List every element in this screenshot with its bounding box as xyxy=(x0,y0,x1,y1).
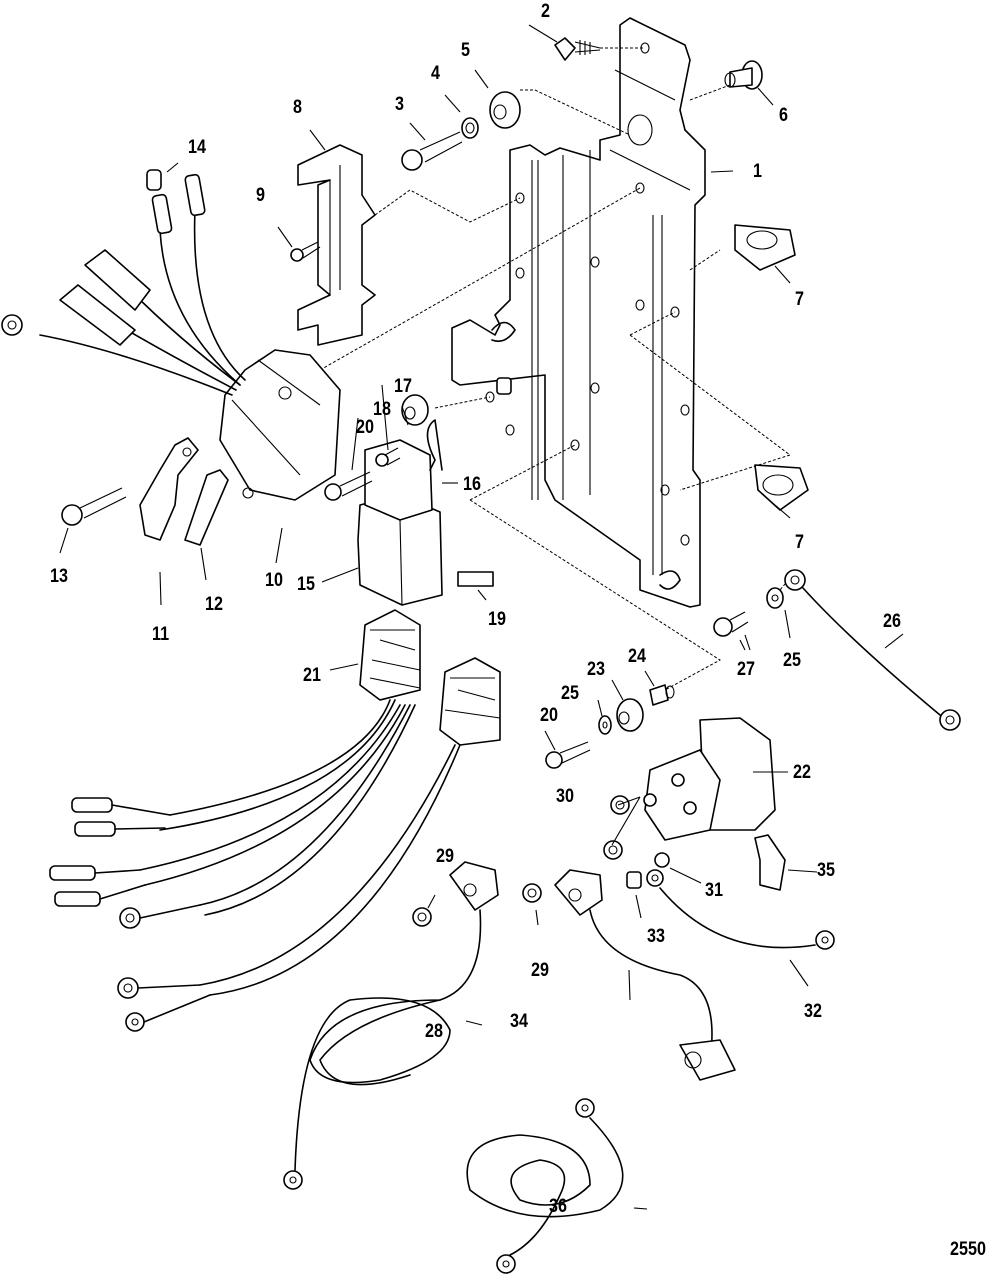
part-18-sleeve xyxy=(375,447,401,467)
part-20-bolt-upper xyxy=(324,471,373,501)
callout-27: 27 xyxy=(737,659,755,680)
part-20-bolt-lower xyxy=(545,741,591,769)
part-32-cable xyxy=(646,869,835,950)
part-10-module xyxy=(1,173,341,501)
callout-9: 9 xyxy=(256,185,265,206)
part-25-washer-upper xyxy=(766,587,784,609)
part-2-screw xyxy=(554,37,601,61)
callout-6: 6 xyxy=(779,105,788,126)
callout-20-upper: 20 xyxy=(356,417,374,438)
callout-10: 10 xyxy=(265,570,283,591)
mounting-bracket xyxy=(451,17,706,608)
callout-2: 2 xyxy=(541,1,550,22)
part-33-insert xyxy=(626,871,642,889)
callout-24: 24 xyxy=(628,646,646,667)
callout-20-lower: 20 xyxy=(540,705,558,726)
part-7-clip-lower xyxy=(754,464,809,511)
part-21-harness xyxy=(49,699,461,1032)
callout-16: 16 xyxy=(463,474,481,495)
callout-14: 14 xyxy=(188,137,206,158)
callout-5: 5 xyxy=(461,40,470,61)
part-25-washer-lower xyxy=(598,715,612,735)
part-31-nut xyxy=(654,852,670,868)
part-13-bolt xyxy=(61,487,127,526)
part-35-clamp xyxy=(754,834,786,891)
part-28-cable xyxy=(283,861,499,1190)
callout-35: 35 xyxy=(817,860,835,881)
part-5-grommet xyxy=(489,91,521,129)
part-3-bolt xyxy=(401,131,463,171)
part-21-connectors xyxy=(359,609,501,746)
part-8-holder xyxy=(297,144,376,346)
callout-26: 26 xyxy=(883,611,901,632)
part-6-bushing xyxy=(724,60,763,90)
part-24-bushing xyxy=(649,684,675,706)
part-27-bolt xyxy=(713,611,749,637)
callout-18: 18 xyxy=(373,399,391,420)
part-12-pad xyxy=(184,469,229,546)
part-17-grommet xyxy=(401,394,429,426)
callout-23: 23 xyxy=(587,659,605,680)
callout-1: 1 xyxy=(753,161,762,182)
callout-28: 28 xyxy=(425,1021,443,1042)
callout-29-right: 29 xyxy=(531,960,549,981)
part-4-washer xyxy=(461,117,479,139)
part-23-grommet xyxy=(616,698,644,732)
part-29-nuts xyxy=(412,883,542,927)
part-7-clip-upper xyxy=(734,224,796,271)
callout-25-lower: 25 xyxy=(561,683,579,704)
callout-29-left: 29 xyxy=(436,846,454,867)
part-11-bracket xyxy=(139,437,199,541)
callout-12: 12 xyxy=(205,594,223,615)
callout-32: 32 xyxy=(804,1001,822,1022)
callout-36: 36 xyxy=(549,1196,567,1217)
part-15-relay xyxy=(357,439,443,606)
callout-21: 21 xyxy=(303,665,321,686)
assembly-lines xyxy=(319,47,796,691)
callout-7-lower: 7 xyxy=(795,532,804,553)
part-26-cable xyxy=(784,569,961,731)
part-22-solenoid xyxy=(643,717,776,841)
callout-31: 31 xyxy=(705,880,723,901)
part-9-screw xyxy=(290,241,321,262)
part-30-lockwashers xyxy=(603,795,630,860)
callout-22: 22 xyxy=(793,762,811,783)
callout-25-upper: 25 xyxy=(783,650,801,671)
callout-8: 8 xyxy=(293,97,302,118)
callout-13: 13 xyxy=(50,566,68,587)
callout-19: 19 xyxy=(488,609,506,630)
callout-15: 15 xyxy=(297,574,315,595)
part-34-cable xyxy=(554,869,736,1081)
callout-4: 4 xyxy=(431,63,440,84)
figure-id: 2550 xyxy=(950,1239,986,1260)
part-16-clip xyxy=(426,419,443,471)
callout-17: 17 xyxy=(394,376,412,397)
callout-leaders xyxy=(59,24,904,1210)
callout-3: 3 xyxy=(395,94,404,115)
callout-30: 30 xyxy=(556,786,574,807)
callout-7-upper: 7 xyxy=(795,289,804,310)
callout-33: 33 xyxy=(647,926,665,947)
callout-34: 34 xyxy=(510,1011,528,1032)
part-36-cable xyxy=(466,1098,624,1274)
part-19-label xyxy=(457,571,494,587)
callout-11: 11 xyxy=(152,624,170,645)
part-14-cap xyxy=(146,169,162,191)
